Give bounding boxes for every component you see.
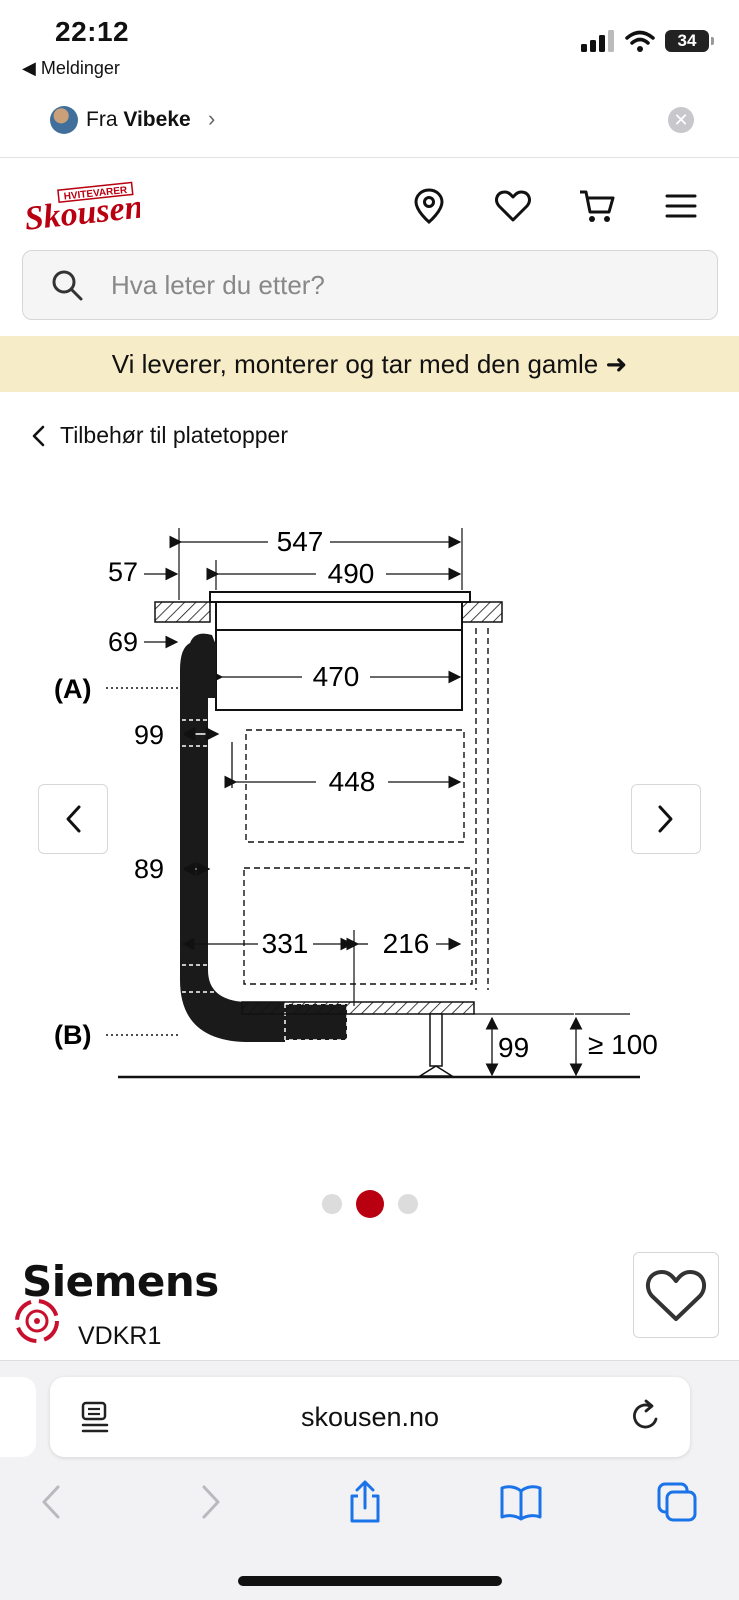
status-time: 22:12	[55, 16, 130, 47]
dim-490: 490	[328, 558, 375, 589]
dim-216: 216	[383, 928, 430, 959]
location-pin-icon[interactable]	[409, 186, 449, 226]
browser-bottom-bar: skousen.no	[0, 1360, 739, 1600]
browser-forward-button[interactable]	[186, 1477, 236, 1527]
add-to-wishlist-button[interactable]	[633, 1252, 719, 1338]
carousel-next-button[interactable]	[631, 784, 701, 854]
shared-with-you-banner[interactable]: Fra Vibeke › ✕	[0, 96, 739, 158]
skousen-logo[interactable]: HVITEVARER Skousen	[20, 180, 140, 238]
chevron-right-icon: ›	[208, 106, 216, 131]
cellular-signal-icon	[581, 30, 614, 52]
dim-331: 331	[262, 928, 309, 959]
chevron-left-icon	[32, 425, 45, 446]
product-image-technical-drawing: 547 490 57 69 470 (A) 99 448 89 331	[54, 526, 658, 1079]
chevron-right-icon	[202, 1485, 220, 1519]
label-a: (A)	[54, 674, 91, 704]
breadcrumb[interactable]: Tilbehør til platetopper	[30, 422, 288, 449]
floating-help-icon[interactable]	[12, 1296, 62, 1346]
chevron-left-icon	[42, 1485, 60, 1519]
reload-icon[interactable]	[630, 1399, 662, 1433]
chevron-right-icon	[658, 805, 673, 833]
dim-99-height: 99	[498, 1032, 529, 1063]
close-icon[interactable]: ✕	[668, 107, 694, 133]
browser-back-button[interactable]	[26, 1477, 76, 1527]
heart-icon[interactable]	[493, 186, 533, 226]
battery-icon: 34	[665, 30, 714, 52]
browser-toolbar	[0, 1477, 739, 1547]
cart-icon[interactable]	[577, 186, 617, 226]
menu-icon[interactable]	[661, 186, 701, 226]
tabs-button[interactable]	[652, 1477, 702, 1527]
back-to-app-link[interactable]: ◀ Meldinger	[22, 58, 120, 78]
chevron-left-icon	[66, 805, 81, 833]
share-button[interactable]	[340, 1477, 390, 1527]
dim-100: ≥ 100	[588, 1029, 658, 1060]
dim-99-duct: 99	[134, 720, 164, 750]
search-input[interactable]	[111, 269, 671, 301]
carousel-dot[interactable]	[321, 1194, 342, 1214]
reader-mode-icon[interactable]	[80, 1401, 110, 1433]
promo-banner[interactable]: Vi leverer, monterer og tar med den gaml…	[0, 336, 739, 392]
carousel-prev-button[interactable]	[38, 784, 108, 854]
wifi-icon	[625, 30, 655, 52]
logo-wordmark: Skousen	[23, 188, 140, 237]
dim-448: 448	[329, 766, 376, 797]
tabs-icon	[657, 1482, 697, 1522]
carousel-dot[interactable]	[397, 1194, 418, 1214]
heart-icon	[645, 1270, 707, 1321]
carousel-dot-active[interactable]	[355, 1190, 384, 1218]
breadcrumb-label: Tilbehør til platetopper	[60, 422, 288, 448]
search-icon	[52, 270, 83, 301]
status-bar: 22:12 ◀ Meldinger 34	[0, 0, 739, 90]
home-indicator[interactable]	[238, 1576, 502, 1586]
address-bar[interactable]: skousen.no	[50, 1377, 690, 1457]
dim-69: 69	[108, 627, 138, 657]
bookmarks-button[interactable]	[496, 1477, 546, 1527]
status-icons: 34	[581, 30, 714, 52]
product-model: VDKR1	[78, 1322, 162, 1350]
site-header: HVITEVARER Skousen	[0, 170, 739, 240]
shared-from-text: Fra Vibeke	[86, 108, 191, 131]
search-bar[interactable]	[22, 250, 718, 320]
book-icon	[500, 1485, 542, 1521]
dim-57: 57	[108, 557, 138, 587]
dim-470: 470	[313, 661, 360, 692]
avatar	[50, 106, 78, 134]
previous-tab-peek[interactable]	[0, 1377, 36, 1457]
label-b: (B)	[54, 1020, 91, 1050]
dim-547: 547	[277, 526, 324, 557]
product-brand: Siemens	[22, 1257, 219, 1306]
sender-name: Vibeke	[123, 108, 191, 131]
dim-89: 89	[134, 854, 164, 884]
share-icon	[350, 1480, 380, 1523]
url-text: skousen.no	[300, 1401, 440, 1432]
carousel-dots	[0, 1190, 739, 1218]
